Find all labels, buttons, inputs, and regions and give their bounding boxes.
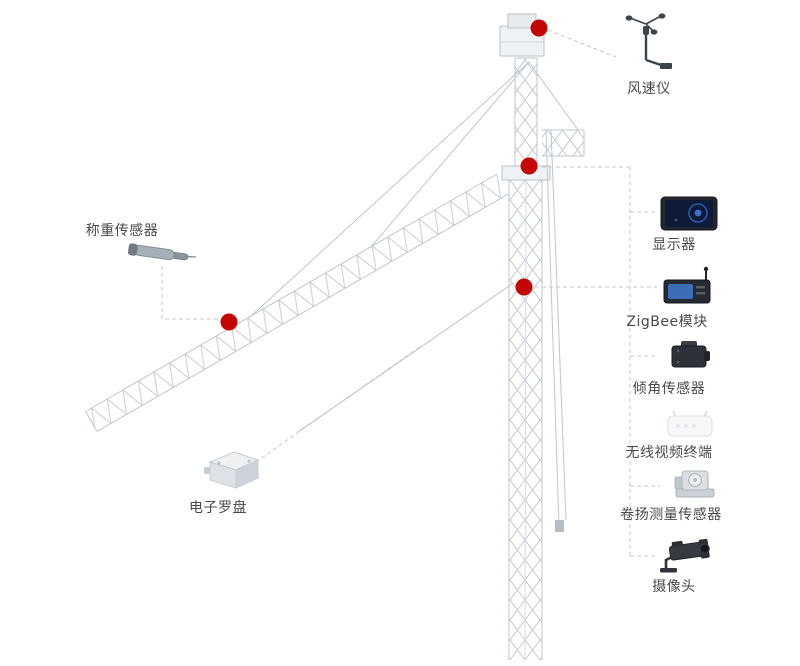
tilt-sensor-icon xyxy=(671,341,710,368)
marker-anemometer xyxy=(530,19,548,37)
label-wireless-video-terminal: 无线视频终端 xyxy=(625,445,713,461)
hoist-sensor-icon xyxy=(674,470,715,498)
label-zigbee: ZigBee模块 xyxy=(626,314,708,330)
load-cell-icon xyxy=(127,243,196,261)
marker-tower-top xyxy=(520,157,538,175)
annotation-connectors xyxy=(161,29,660,557)
wireless-video-icon xyxy=(667,410,713,437)
label-compass: 电子罗盘 xyxy=(189,500,247,516)
label-display: 显示器 xyxy=(652,237,696,253)
pendant-ties xyxy=(249,61,579,318)
label-camera: 摄像头 xyxy=(652,579,696,595)
marker-jib xyxy=(220,313,238,331)
compass-box-icon xyxy=(204,451,260,489)
monitor-icon xyxy=(660,196,718,231)
zigbee-module-icon xyxy=(663,266,711,304)
label-tilt-sensor: 倾角传感器 xyxy=(632,381,706,397)
sensor-markers xyxy=(220,19,548,331)
main-jib xyxy=(85,173,509,432)
trolley-line xyxy=(297,283,513,433)
hoist-ropes xyxy=(545,129,567,532)
counter-jib xyxy=(542,129,585,157)
tower-mast xyxy=(508,175,543,661)
marker-mast xyxy=(515,278,533,296)
anemometer-icon xyxy=(625,13,672,69)
label-hoist-sensor: 卷扬测量传感器 xyxy=(620,507,722,523)
label-anemometer: 风速仪 xyxy=(627,81,671,97)
cctv-camera-icon xyxy=(660,538,710,573)
label-weighing-sensor: 称重传感器 xyxy=(85,223,159,239)
tower-head xyxy=(514,57,538,176)
